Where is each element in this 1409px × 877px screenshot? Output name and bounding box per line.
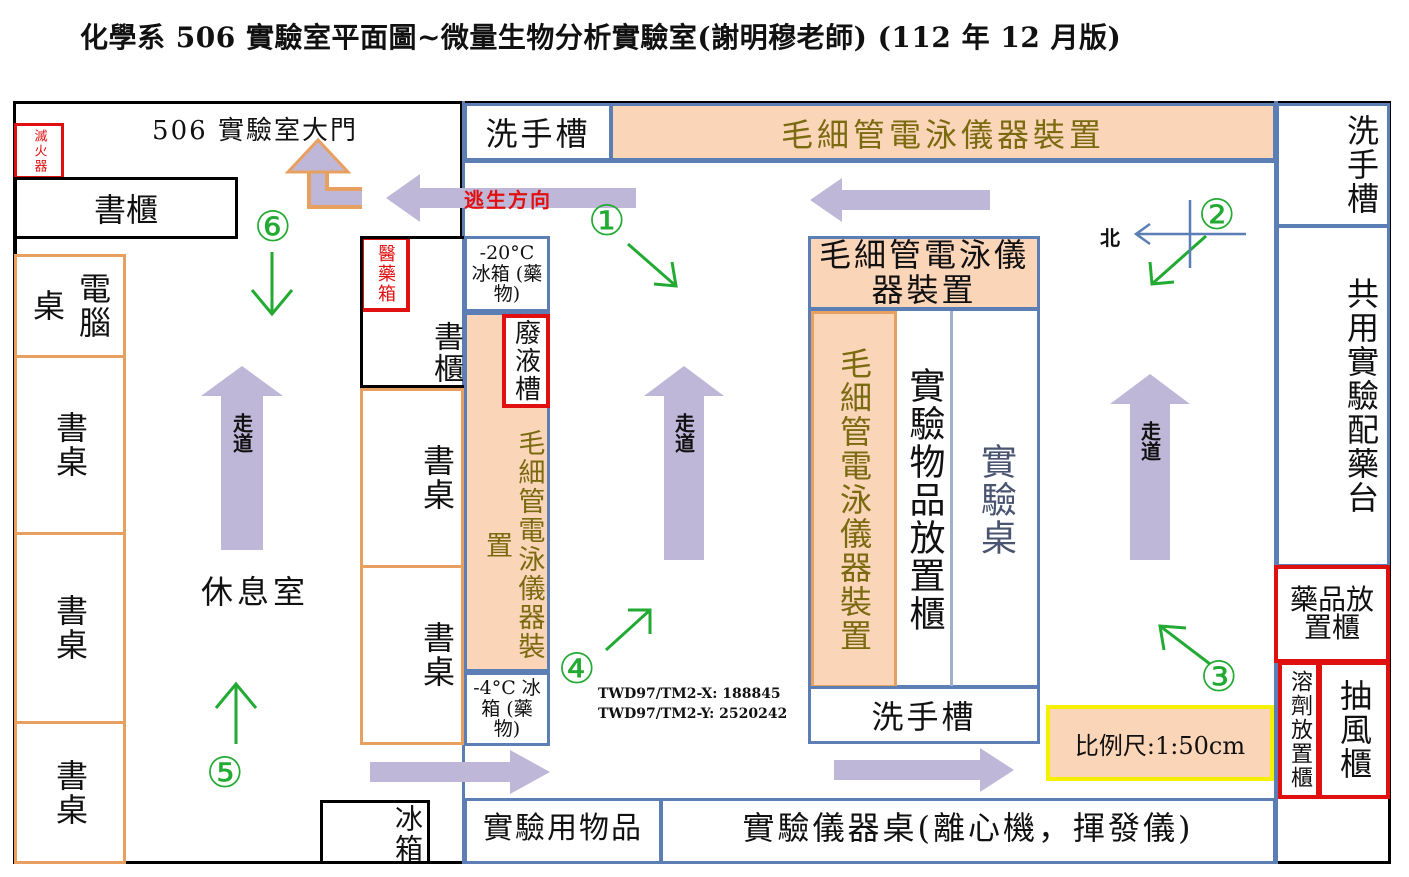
north-label: 北 — [1100, 226, 1120, 250]
escape-arrow-left — [386, 174, 636, 222]
instrument-bench: 實驗儀器桌(離心機，揮發儀) — [660, 798, 1276, 864]
ce-device-left: 毛細管電泳儀器裝置 — [481, 429, 545, 661]
desk-mid-2: 書桌 — [360, 565, 464, 745]
lab-bench: 實驗桌 — [975, 442, 1016, 557]
bottom-arrow-right — [834, 748, 1014, 792]
marker-5: ⑤ — [206, 748, 244, 797]
sink-center: 洗手槽 — [808, 686, 1040, 744]
corridor-label-right: 走道 — [1137, 421, 1162, 461]
escape-label: 逃生方向 — [464, 188, 552, 212]
corridor-label-mid: 走道 — [671, 413, 696, 453]
coord-x: TWD97/TM2-X: 188845 — [598, 686, 781, 702]
escape-arrow-right — [810, 178, 990, 222]
marker-1: ① — [588, 196, 626, 245]
freezer: -20°C 冰箱 (藥物) — [464, 236, 550, 312]
desk-left-3: 書桌 — [14, 721, 126, 864]
page-title: 化學系 506 實驗室平面圖~微量生物分析實驗室(謝明穆老師) (112 年 1… — [80, 21, 1122, 54]
waste-tank: 廢液槽 — [502, 314, 550, 408]
marker-6: ⑥ — [254, 202, 292, 251]
bottom-arrow-left — [370, 750, 550, 794]
storage-cabinet: 實驗物品放置櫃 — [897, 311, 953, 688]
computer-desk: 電腦桌 — [14, 254, 126, 358]
middle-bookcase-outline — [360, 236, 464, 388]
marker-3: ③ — [1200, 652, 1238, 701]
ce-device-center: 毛細管電泳儀器裝置 — [808, 236, 1040, 310]
bookcase-mid: 書櫃 — [428, 321, 463, 385]
marker-4: ④ — [558, 644, 596, 693]
chem-cabinet: 藥品放置櫃 — [1274, 565, 1390, 663]
marker-2: ② — [1198, 190, 1236, 239]
corridor-arrow-mid — [644, 366, 724, 560]
top-left-wall — [13, 236, 17, 256]
lounge-label: 休息室 — [200, 573, 309, 611]
ce-device-top: 毛細管電泳儀器裝置 — [610, 103, 1276, 161]
scale-label: 比例尺:1:50cm — [1046, 705, 1274, 781]
fume-hood: 抽風櫃 — [1318, 661, 1390, 799]
fridge-bottom: 冰箱 — [320, 800, 430, 864]
fridge: -4°C 冰箱 (藥物) — [464, 672, 550, 746]
top-room-divider — [462, 160, 1277, 163]
coord-y: TWD97/TM2-Y: 2520242 — [598, 706, 788, 722]
corridor-arrow-right — [1110, 374, 1190, 560]
corridor-arrow-left — [201, 366, 283, 550]
ce-device-column: 毛細管電泳儀器裝置 — [811, 311, 897, 688]
corridor-label-left: 走道 — [229, 413, 254, 453]
bookcase-top: 書櫃 — [14, 177, 238, 239]
main-door-label: 506 實驗室大門 — [152, 115, 358, 146]
